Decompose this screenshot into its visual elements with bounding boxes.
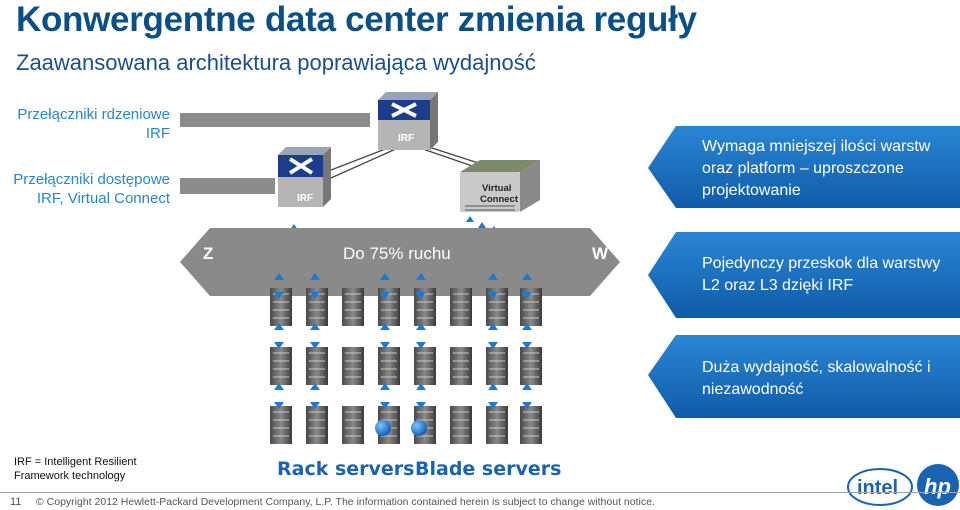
page-title: Konwergentne data center zmienia reguły: [16, 0, 697, 39]
irf-definition: IRF = Intelligent Resilient Framework te…: [14, 455, 137, 483]
link-marker: [310, 402, 320, 409]
link-marker: [488, 402, 498, 409]
link-marker: [310, 292, 320, 299]
server-unit: [378, 347, 400, 385]
vc-label-line1: Virtual: [482, 183, 511, 194]
link-marker: [274, 402, 284, 409]
access-irf-tag: IRF: [297, 193, 313, 204]
direction-z: Z: [203, 244, 213, 263]
core-irf-tag: IRF: [398, 133, 414, 144]
footer-divider: [0, 492, 960, 493]
server-unit: [270, 347, 292, 385]
svg-text:hp: hp: [924, 474, 951, 499]
traffic-label: Do 75% ruchu: [343, 244, 451, 263]
svg-text:intel: intel: [857, 477, 898, 499]
link-marker: [310, 342, 320, 349]
virtual-connect-icon: [460, 160, 540, 212]
link-marker: [488, 273, 498, 280]
server-unit: [450, 406, 472, 444]
server-unit: [520, 347, 542, 385]
link-marker: [522, 342, 532, 349]
page-subtitle: Zaawansowana architektura poprawiająca w…: [16, 50, 536, 75]
link-marker: [310, 323, 320, 330]
vc-label-line2: Connect: [480, 194, 519, 205]
blade-indicator: [375, 420, 391, 436]
server-unit: [486, 406, 508, 444]
blade-servers-label: Blade servers: [415, 458, 562, 480]
link-marker: [274, 292, 284, 299]
link-marker: [380, 273, 390, 280]
access-switches-label: Przełączniki dostępowe IRF, Virtual Conn…: [13, 171, 170, 207]
server-unit: [520, 288, 542, 326]
link-marker: [522, 402, 532, 409]
server-unit: [378, 288, 400, 326]
link-marker: [380, 383, 390, 390]
link-marker: [274, 383, 284, 390]
server-unit: [520, 406, 542, 444]
callout-text-3: Duża wydajność, skalowalność i niezawodn…: [702, 359, 931, 398]
core-switches-label: Przełączniki rdzeniowe IRF: [17, 106, 170, 142]
server-unit: [342, 288, 364, 326]
link-marker: [310, 273, 320, 280]
link-marker: [488, 292, 498, 299]
link-marker: [522, 292, 532, 299]
server-unit: [306, 406, 328, 444]
server-unit: [306, 288, 328, 326]
server-unit: [486, 288, 508, 326]
callout-text-1: Wymaga mniejszej ilości warstw oraz plat…: [702, 138, 931, 199]
server-unit: [306, 347, 328, 385]
link-marker: [274, 273, 284, 280]
link-marker: [416, 342, 426, 349]
link-marker: [274, 342, 284, 349]
callout-2: [648, 232, 960, 318]
link-marker: [416, 383, 426, 390]
link-marker: [488, 323, 498, 330]
server-unit: [486, 347, 508, 385]
traffic-arrow: [180, 228, 620, 296]
link-marker: [416, 273, 426, 280]
server-unit: [342, 406, 364, 444]
core-switch-icon: [378, 92, 438, 150]
link-marker: [522, 323, 532, 330]
callout-text-2: Pojedynczy przeskok dla warstwy L2 oraz …: [702, 255, 941, 294]
core-band: [180, 113, 370, 127]
link-marker: [522, 383, 532, 390]
link-marker: [522, 273, 532, 280]
server-unit: [450, 288, 472, 326]
link-marker: [380, 292, 390, 299]
link-marker: [416, 292, 426, 299]
copyright-text: © Copyright 2012 Hewlett-Packard Develop…: [36, 496, 655, 508]
server-unit: [270, 288, 292, 326]
callout-3: [648, 335, 960, 418]
blade-indicator: [411, 420, 427, 436]
link-marker: [416, 323, 426, 330]
slide-number: 11: [10, 496, 22, 508]
irf-note-line2: Framework technology: [14, 470, 126, 482]
link-marker: [380, 342, 390, 349]
irf-note-line1: IRF = Intelligent Resilient: [14, 456, 137, 468]
link-marker: [488, 383, 498, 390]
rack-servers-label: Rack servers: [277, 458, 415, 480]
server-unit: [342, 347, 364, 385]
direction-w: W: [592, 244, 609, 263]
hp-logo: hp: [917, 464, 959, 506]
link-marker: [274, 323, 284, 330]
link-marker: [416, 402, 426, 409]
link-marker: [310, 383, 320, 390]
access-band: [180, 178, 275, 194]
server-unit: [450, 347, 472, 385]
server-unit: [414, 347, 436, 385]
callout-1: [648, 126, 960, 208]
link-marker: [380, 402, 390, 409]
server-unit: [414, 288, 436, 326]
access-switch-icon: [278, 147, 331, 207]
server-unit: [270, 406, 292, 444]
intel-logo: intel: [847, 468, 913, 506]
server-grid: [270, 273, 542, 444]
link-marker: [380, 323, 390, 330]
link-marker: [488, 342, 498, 349]
